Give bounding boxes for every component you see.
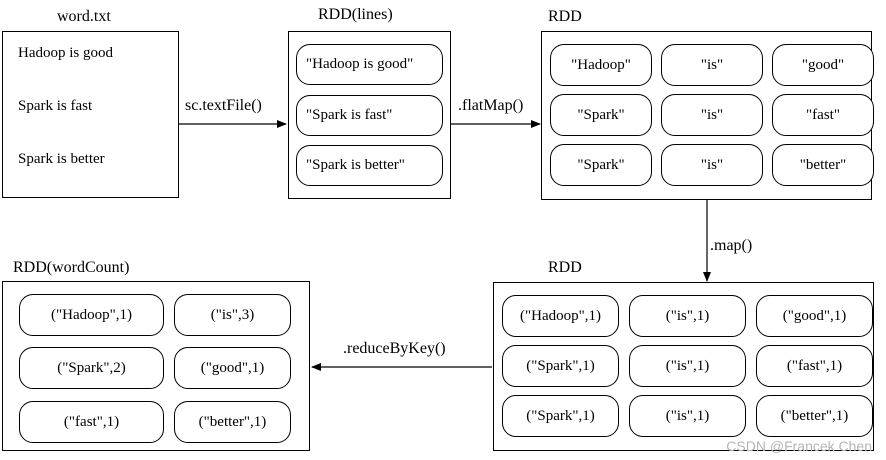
rdd-words-item: "Hadoop"	[550, 44, 652, 86]
rdd-words-box: "Hadoop" "is" "good" "Spark" "is" "fast"…	[541, 31, 874, 200]
op-flatmap-label: .flatMap()	[458, 97, 524, 114]
rdd-wordcount-item: ("Hadoop",1)	[19, 294, 164, 336]
rdd-wordcount-title: RDD(wordCount)	[13, 259, 130, 276]
rdd-lines-item: "Hadoop is good"	[296, 44, 443, 85]
rdd-pairs-box: ("Hadoop",1) ("is",1) ("good",1) ("Spark…	[493, 282, 874, 451]
rdd-words-title: RDD	[548, 8, 582, 25]
rdd-wordcount-box: ("Hadoop",1) ("is",3) ("Spark",2) ("good…	[2, 281, 310, 451]
rdd-wordcount-item: ("is",3)	[174, 294, 291, 336]
rdd-pairs-item: ("is",1)	[629, 345, 746, 387]
rdd-wordcount-item: ("good",1)	[174, 347, 291, 389]
rdd-words-item: "is"	[661, 44, 763, 86]
word-file-box: Hadoop is good Spark is fast Spark is be…	[2, 31, 179, 198]
rdd-words-item: "is"	[661, 144, 763, 186]
rdd-pairs-item: ("is",1)	[629, 395, 746, 437]
rdd-wordcount-item: ("better",1)	[174, 401, 291, 443]
rdd-words-item: "Spark"	[550, 94, 652, 136]
rdd-pairs-item: ("better",1)	[756, 395, 873, 437]
rdd-lines-item: "Spark is fast"	[296, 95, 443, 136]
word-file-line: Spark is better	[18, 151, 105, 167]
rdd-pairs-item: ("fast",1)	[756, 345, 873, 387]
rdd-pairs-item: ("good",1)	[756, 295, 873, 337]
rdd-pairs-title: RDD	[548, 259, 582, 276]
rdd-pairs-item: ("Spark",1)	[502, 395, 619, 437]
rdd-words-item: "better"	[772, 144, 874, 186]
op-reducebykey-label: .reduceByKey()	[343, 340, 446, 357]
rdd-pairs-item: ("Hadoop",1)	[502, 295, 619, 337]
rdd-lines-box: "Hadoop is good" "Spark is fast" "Spark …	[288, 31, 451, 199]
rdd-pairs-item: ("Spark",1)	[502, 345, 619, 387]
rdd-lines-title: RDD(lines)	[318, 6, 393, 23]
rdd-words-item: "fast"	[772, 94, 874, 136]
op-textfile-label: sc.textFile()	[185, 97, 262, 114]
rdd-words-item: "is"	[661, 94, 763, 136]
rdd-lines-item: "Spark is better"	[296, 145, 443, 186]
watermark: CSDN @Francek Chen	[726, 438, 872, 454]
word-file-line: Hadoop is good	[18, 45, 113, 61]
rdd-pairs-item: ("is",1)	[629, 295, 746, 337]
word-file-title: word.txt	[57, 8, 111, 25]
rdd-wordcount-item: ("Spark",2)	[19, 347, 164, 389]
rdd-wordcount-item: ("fast",1)	[19, 401, 164, 443]
rdd-words-item: "Spark"	[550, 144, 652, 186]
word-file-line: Spark is fast	[18, 98, 93, 114]
op-map-label: .map()	[710, 237, 753, 254]
rdd-words-item: "good"	[772, 44, 874, 86]
